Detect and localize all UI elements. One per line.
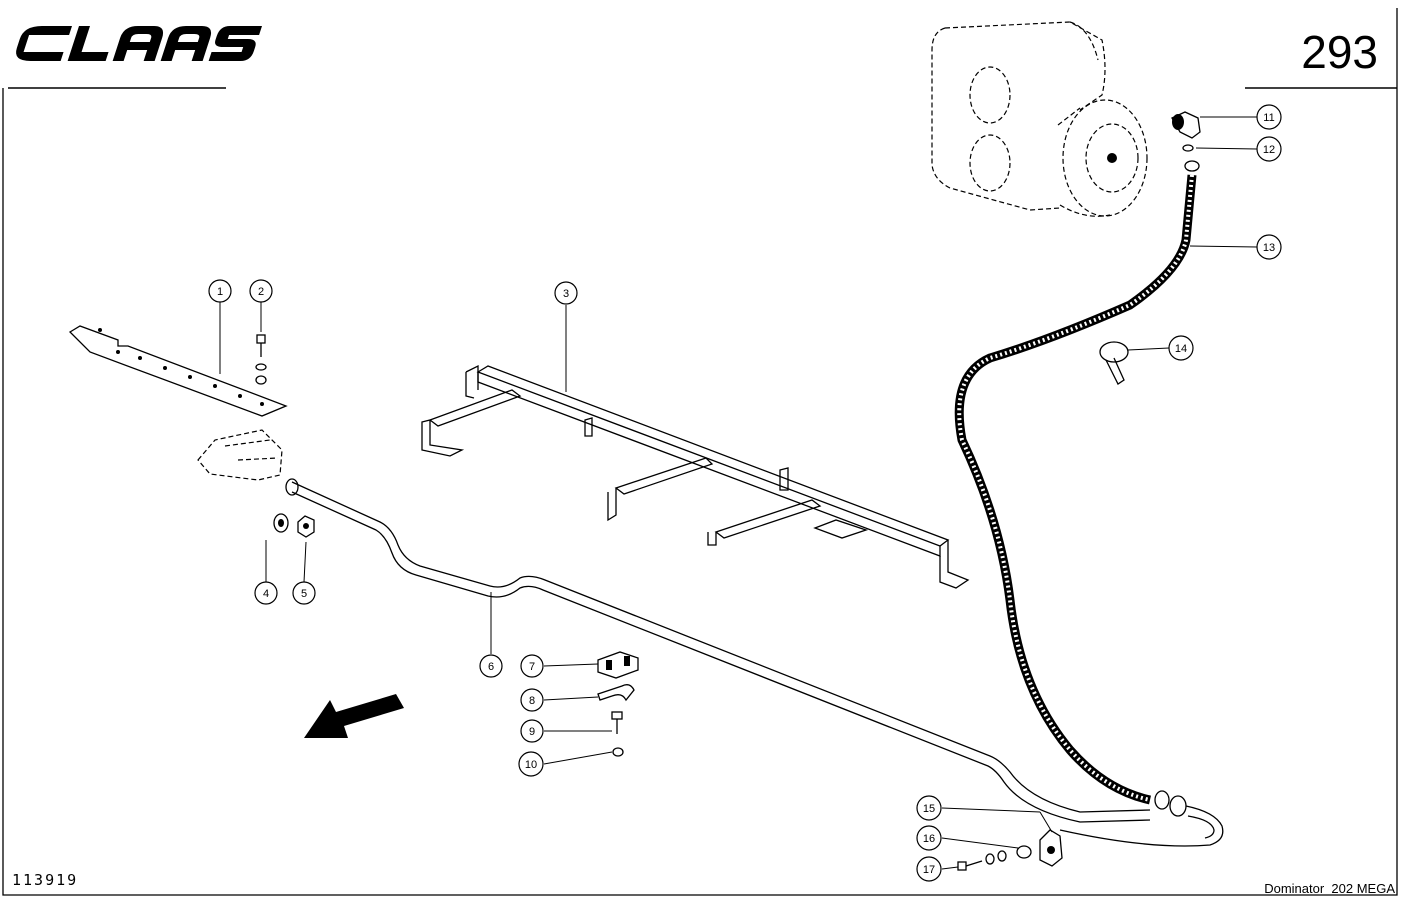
callout-7: 7 <box>520 654 544 678</box>
callout-2-label: 2 <box>258 286 264 298</box>
callout-9: 9 <box>520 719 544 743</box>
part-2-bolt <box>255 334 267 385</box>
callout-13-label: 13 <box>1263 242 1275 254</box>
part-1-plate <box>68 325 288 417</box>
callout-8-label: 8 <box>529 695 535 707</box>
part-8-clip <box>597 684 635 702</box>
model-name: Dominator 202 MEGA <box>1264 881 1395 896</box>
part-11-elbow <box>1171 111 1201 139</box>
callout-11: 11 <box>1256 104 1282 130</box>
callout-17-label: 17 <box>923 864 935 876</box>
callout-1-label: 1 <box>217 286 223 298</box>
callout-10-label: 10 <box>525 759 537 771</box>
callout-3-label: 3 <box>563 288 569 300</box>
part-4-nut <box>273 513 289 533</box>
direction-arrow-icon <box>304 694 404 738</box>
callout-5-label: 5 <box>301 588 307 600</box>
callout-1: 1 <box>208 279 232 303</box>
callout-6-label: 6 <box>488 661 494 673</box>
page-number: 293 <box>1301 26 1378 78</box>
part-5-nut <box>297 515 315 538</box>
callout-2: 2 <box>249 279 273 303</box>
callout-14-label: 14 <box>1175 343 1187 355</box>
callout-15-label: 15 <box>923 803 935 815</box>
callout-14: 14 <box>1168 335 1194 361</box>
callout-9-label: 9 <box>529 726 535 738</box>
claas-logo <box>16 26 262 61</box>
callout-13: 13 <box>1256 234 1282 260</box>
callout-4-label: 4 <box>263 588 269 600</box>
callout-6: 6 <box>479 654 503 678</box>
callout-12: 12 <box>1256 136 1282 162</box>
callout-17: 17 <box>916 856 942 882</box>
callout-10: 10 <box>518 751 544 777</box>
callout-16-label: 16 <box>923 833 935 845</box>
callout-11-label: 11 <box>1263 112 1274 124</box>
part-10-nut <box>612 747 624 757</box>
part-12-o-ring <box>1182 144 1194 152</box>
callout-3: 3 <box>554 281 578 305</box>
callout-5: 5 <box>292 581 316 605</box>
valve-block <box>197 429 283 481</box>
part-15-bracket <box>1039 829 1063 867</box>
page-frame <box>2 8 1398 896</box>
leader-lines <box>219 116 1258 870</box>
callout-7-label: 7 <box>529 661 535 673</box>
engine-outline <box>931 21 1148 217</box>
callout-15: 15 <box>916 795 942 821</box>
callout-16: 16 <box>916 825 942 851</box>
callout-12-label: 12 <box>1263 144 1275 156</box>
part-16-spacer <box>1016 845 1032 859</box>
part-7-clamp-block <box>597 651 639 679</box>
part-6-pipe <box>285 478 1151 823</box>
part-14-cable-tie <box>1099 341 1129 385</box>
part-13-hose <box>954 160 1224 847</box>
drawing-code: 113919 <box>12 871 78 889</box>
part-3-rail <box>421 364 970 589</box>
callout-8: 8 <box>520 688 544 712</box>
part-9-screw <box>611 711 623 734</box>
part-17-bolt <box>957 850 1007 871</box>
callout-4: 4 <box>254 581 278 605</box>
